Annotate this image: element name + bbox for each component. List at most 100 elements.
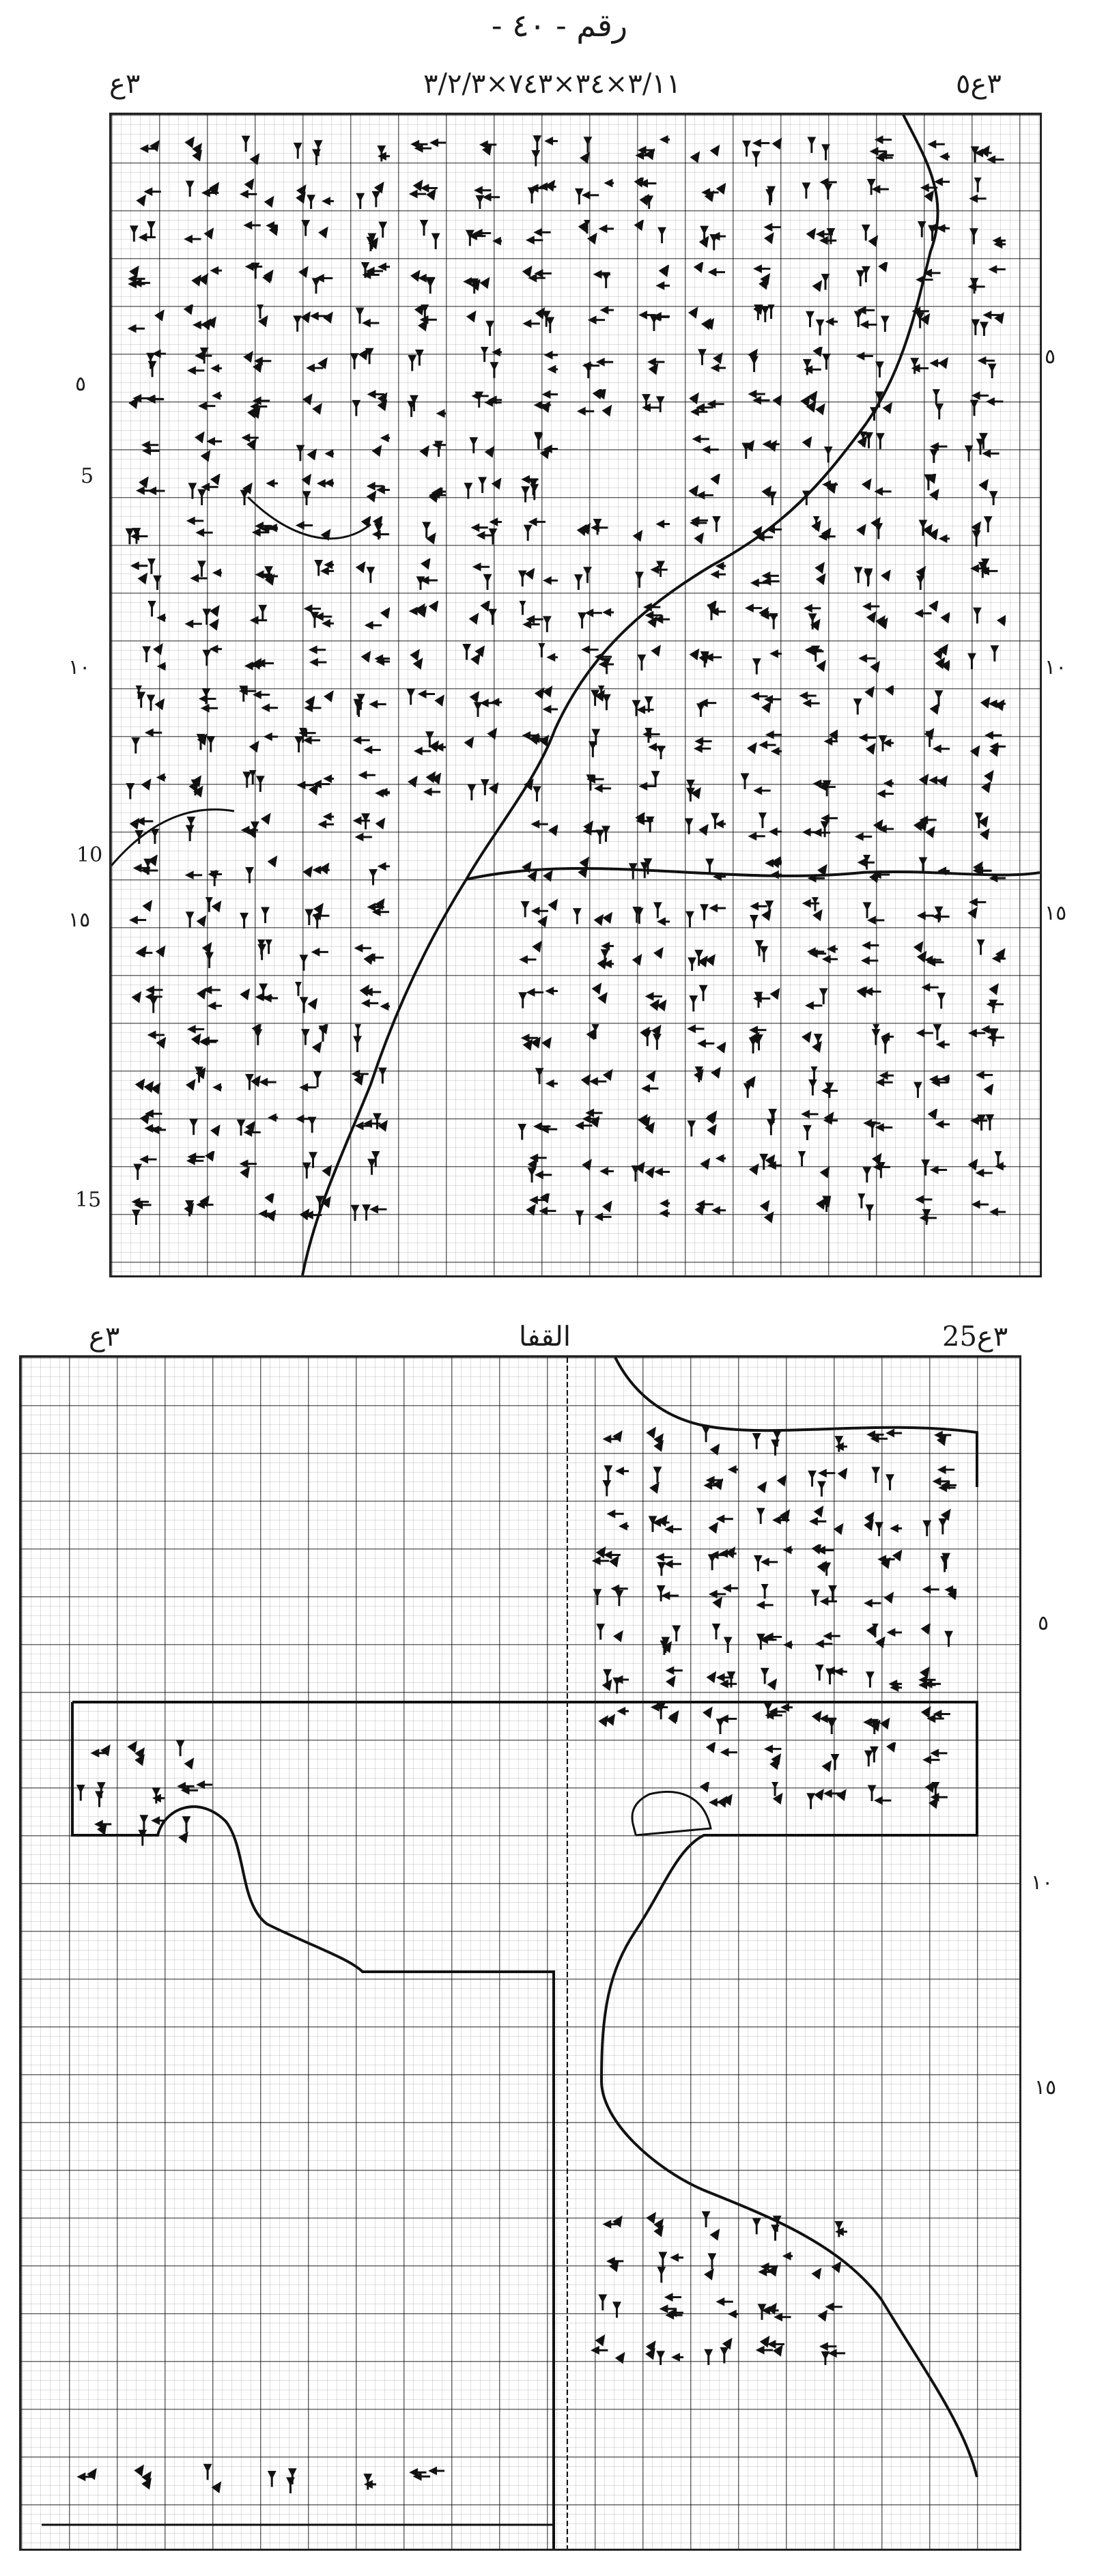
cuneiform-sign [965, 389, 1006, 421]
cuneiform-sign [797, 513, 838, 548]
cuneiform-sign [588, 2293, 629, 2324]
cuneiform-sign [349, 897, 390, 929]
cuneiform-sign [237, 347, 278, 378]
cuneiform-sign [349, 1150, 390, 1183]
cuneiform-sign [629, 897, 675, 929]
cuneiform-sign [629, 389, 670, 421]
cuneiform-sign [125, 347, 170, 378]
cuneiform-sign [642, 1505, 683, 1536]
cuneiform-sign [797, 1064, 839, 1099]
cuneiform-sign [797, 601, 838, 632]
cuneiform-sign [461, 643, 502, 675]
cuneiform-sign [697, 2252, 738, 2283]
cuneiform-sign [573, 516, 614, 548]
cuneiform-sign [853, 220, 894, 251]
cuneiform-sign [573, 347, 614, 380]
cuneiform-sign [806, 1542, 847, 1579]
cuneiform-sign [741, 302, 782, 336]
cuneiform-sign [181, 389, 229, 421]
cuneiform-sign [181, 939, 222, 971]
cuneiform-sign [916, 1426, 957, 1457]
cuneiform-sign [965, 812, 1006, 844]
cuneiform-sign [965, 262, 1006, 294]
cuneiform-sign [797, 345, 838, 378]
cuneiform-sign [125, 897, 166, 929]
cuneiform-sign [349, 431, 398, 463]
cuneiform-sign [965, 474, 1006, 507]
cuneiform-sign [181, 982, 225, 1013]
cuneiform-sign [853, 305, 894, 336]
cuneiform-sign [965, 558, 1006, 590]
cuneiform-sign [909, 347, 950, 378]
cuneiform-sign [797, 643, 838, 675]
cuneiform-sign [349, 178, 390, 210]
cuneiform-sign [806, 1782, 847, 1813]
cuneiform-sign [573, 982, 614, 1013]
cuneiform-sign [909, 728, 950, 759]
cuneiform-sign [741, 685, 782, 717]
cuneiform-sign [909, 1023, 954, 1056]
cuneiform-sign [237, 389, 278, 421]
cuneiform-sign [741, 220, 782, 251]
cuneiform-sign [741, 558, 782, 590]
reverse-line-number: ١٠ [1031, 1871, 1053, 1895]
cuneiform-sign [349, 939, 390, 971]
cuneiform-sign [125, 982, 166, 1013]
cuneiform-sign [741, 347, 782, 378]
cuneiform-sign [293, 262, 334, 294]
cuneiform-sign [741, 262, 782, 294]
cuneiform-sign [181, 220, 222, 251]
cuneiform-sign [965, 769, 1006, 802]
obverse-line-number: 10 [76, 843, 103, 867]
cuneiform-sign [181, 558, 230, 590]
cuneiform-sign [642, 1624, 683, 1657]
cuneiform-sign [237, 728, 281, 759]
cuneiform-sign [237, 474, 283, 507]
cuneiform-sign [916, 1544, 957, 1576]
cuneiform-sign [965, 176, 1006, 209]
cuneiform-sign [181, 728, 222, 759]
cuneiform-sign [517, 1151, 558, 1184]
cuneiform-sign [572, 897, 614, 929]
cuneiform-sign [199, 2463, 240, 2495]
cuneiform-sign [752, 2334, 793, 2365]
cuneiform-sign [181, 431, 224, 463]
cuneiform-sign [853, 982, 894, 1013]
cuneiform-sign [125, 305, 166, 336]
cuneiform-sign [237, 516, 286, 548]
cuneiform-sign [293, 980, 334, 1013]
cuneiform-sign [405, 557, 446, 593]
cuneiform-sign [573, 387, 614, 421]
reverse-tablet-panel [19, 1355, 1021, 2551]
cuneiform-sign [752, 1624, 801, 1655]
cuneiform-sign [697, 1583, 740, 1615]
cuneiform-sign [853, 178, 894, 209]
cuneiform-sign [853, 897, 894, 929]
cuneiform-sign [965, 1024, 1006, 1056]
cuneiform-sign [797, 728, 841, 759]
reverse-header-left: ٣ع [89, 1321, 120, 1353]
cuneiform-sign [349, 305, 390, 336]
cuneiform-sign [461, 178, 502, 212]
cuneiform-sign [685, 515, 726, 548]
cuneiform-sign [697, 2334, 738, 2366]
cuneiform-sign [293, 726, 334, 759]
cuneiform-sign [752, 1426, 793, 1457]
cuneiform-sign [909, 855, 955, 886]
reverse-header-right: ٣ع25 [942, 1321, 1008, 1353]
cuneiform-sign [853, 643, 894, 675]
cuneiform-sign [76, 1740, 117, 1771]
cuneiform-sign [573, 643, 616, 675]
cuneiform-sign [181, 178, 222, 209]
cuneiform-sign [461, 431, 502, 463]
cuneiform-sign [237, 262, 278, 294]
cuneiform-sign [461, 262, 502, 295]
cuneiform-sign [806, 2293, 847, 2324]
cuneiform-sign [853, 939, 894, 971]
cuneiform-sign [685, 1024, 726, 1056]
cuneiform-sign [181, 347, 228, 378]
cuneiform-sign [573, 770, 614, 802]
cuneiform-sign [797, 1193, 838, 1225]
cuneiform-sign [293, 897, 334, 931]
cuneiform-sign [349, 685, 390, 719]
